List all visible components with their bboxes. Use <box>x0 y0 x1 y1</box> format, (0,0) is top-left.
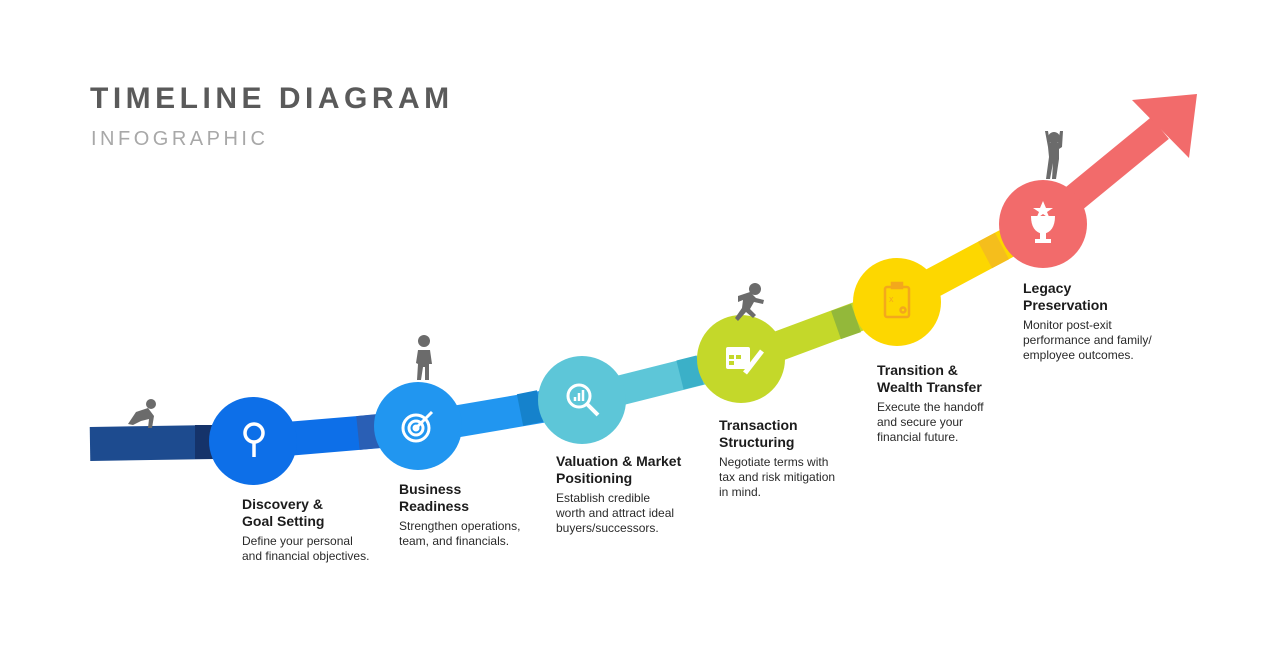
calendar-pencil-icon <box>726 347 764 375</box>
step-title: Preservation <box>1023 297 1108 313</box>
svg-text:x: x <box>889 294 894 304</box>
step-description: buyers/successors. <box>556 521 659 535</box>
step-description: Execute the handoff <box>877 400 984 414</box>
arrow-head-icon <box>1132 94 1197 158</box>
timeline-band-start <box>89 425 216 461</box>
page-subtitle: INFOGRAPHIC <box>91 128 269 150</box>
target-icon <box>401 410 434 443</box>
step-description: tax and risk mitigation <box>719 470 836 484</box>
step-title: Positioning <box>556 470 633 486</box>
step-title: Transition & <box>877 362 958 378</box>
step-description: Define your personal <box>242 534 353 548</box>
step-title: Structuring <box>719 434 795 450</box>
step-description: Establish credible <box>556 491 651 505</box>
step-title: Valuation & Market <box>556 453 682 469</box>
band-joint <box>977 232 1010 269</box>
step-description: and financial objectives. <box>242 549 370 563</box>
step-description: Monitor post-exit <box>1023 318 1112 332</box>
step-5: Transition &Wealth Transfer Execute the … <box>877 362 1047 445</box>
strategy-clipboard-icon: x <box>883 281 911 319</box>
step-title: Discovery & <box>242 496 323 512</box>
step-description: performance and family/ <box>1023 333 1152 347</box>
step-description: Negotiate terms with <box>719 455 829 469</box>
step-title: Readiness <box>399 498 470 514</box>
page-title: TIMELINE DIAGRAM <box>90 82 454 115</box>
step-circle-5 <box>853 258 941 346</box>
trophy-icon <box>1031 201 1055 243</box>
step-1: Discovery &Goal Setting Define your pers… <box>242 496 412 564</box>
step-title: Goal Setting <box>242 513 325 529</box>
magnifier-icon <box>243 422 265 457</box>
step-title: Transaction <box>719 417 798 433</box>
step-description: employee outcomes. <box>1023 348 1134 362</box>
step-description: team, and financials. <box>399 534 510 548</box>
step-description: worth and attract ideal <box>556 506 675 520</box>
chart-search-icon <box>566 383 600 417</box>
band-joint <box>676 355 704 390</box>
step-description: in mind. <box>719 485 762 499</box>
step-description: financial future. <box>877 430 959 444</box>
band-joint <box>831 303 861 340</box>
step-description: Strengthen operations, <box>399 519 521 533</box>
standing-person-icon <box>416 335 432 380</box>
crouching-person-icon <box>128 399 156 428</box>
running-person-icon <box>735 283 764 321</box>
band-joint <box>516 390 544 426</box>
cheering-person-icon <box>1045 131 1063 179</box>
step-title: Business <box>399 481 462 497</box>
step-description: and secure your <box>877 415 964 429</box>
step-title: Legacy <box>1023 280 1072 296</box>
step-title: Wealth Transfer <box>877 379 982 395</box>
